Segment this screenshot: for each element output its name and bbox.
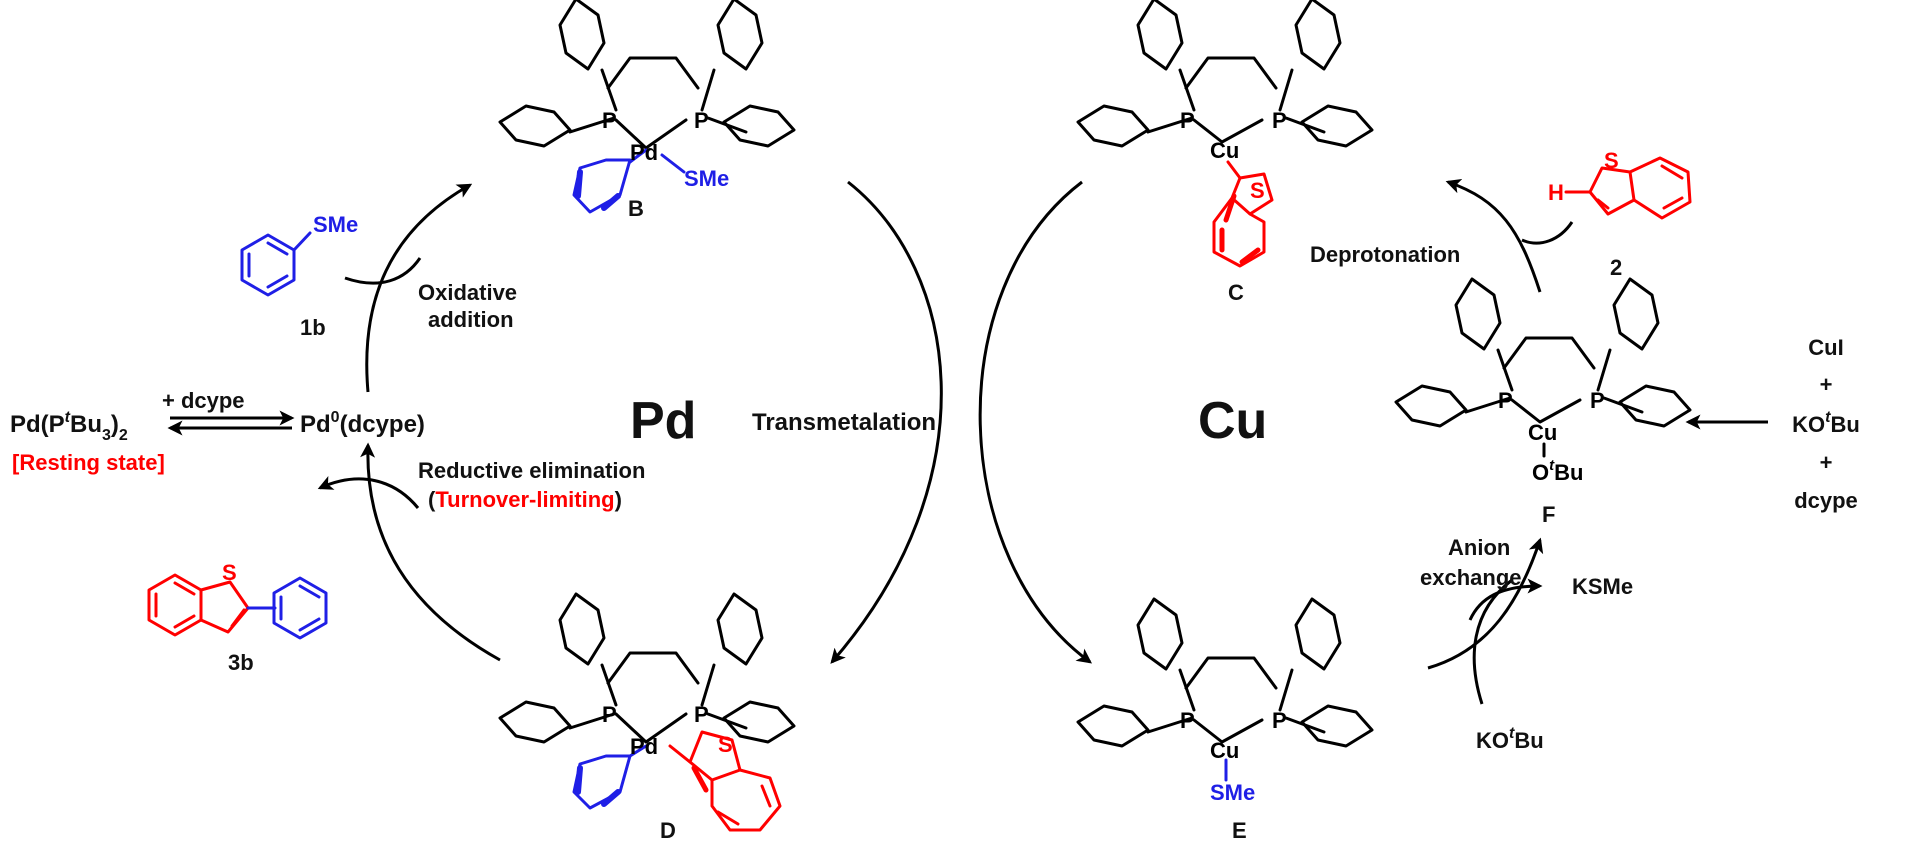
reagent-cui: CuI xyxy=(1808,335,1843,360)
E-P2: P xyxy=(1272,708,1287,733)
reagent-plus-2: + xyxy=(1820,450,1833,475)
B-SMe: SMe xyxy=(684,166,729,191)
arrow-C-to-E xyxy=(978,180,1093,664)
B-P2: P xyxy=(694,108,709,133)
compound-3b xyxy=(147,573,328,640)
s-2: S xyxy=(1604,148,1619,173)
resting-state-label: [Resting state] xyxy=(12,450,165,475)
label-E: E xyxy=(1232,818,1247,843)
pd-cycle-label: Pd xyxy=(630,392,696,450)
arrow-ksme-out xyxy=(1468,578,1543,621)
complex-D xyxy=(498,592,796,832)
label-1b: 1b xyxy=(300,315,326,340)
reagent-kotbu: KOtBu xyxy=(1792,409,1860,437)
arrow-3b-out xyxy=(317,476,420,509)
plus-dcype-label: + dcype xyxy=(162,388,245,413)
arrow-F-to-C xyxy=(1445,179,1542,293)
C-P1: P xyxy=(1180,108,1195,133)
label-B: B xyxy=(628,196,644,221)
E-P1: P xyxy=(1180,708,1195,733)
E-SMe: SMe xyxy=(1210,780,1255,805)
step-transmetalation: Transmetalation xyxy=(752,409,936,436)
sme-1b: SMe xyxy=(313,212,358,237)
step-oxidative-1: Oxidative xyxy=(418,280,517,305)
label-F: F xyxy=(1542,502,1555,527)
label-3b: 3b xyxy=(228,650,254,675)
C-P2: P xyxy=(1272,108,1287,133)
C-Cu: Cu xyxy=(1210,138,1239,163)
complex-E xyxy=(1076,597,1374,782)
kotbu-label: KOtBu xyxy=(1476,725,1544,753)
label-C: C xyxy=(1228,280,1244,305)
equilibrium-arrows xyxy=(167,410,295,436)
step-oxidative-2: addition xyxy=(428,307,514,332)
F-OtBu: OtBu xyxy=(1532,457,1583,485)
reagent-dcype: dcype xyxy=(1794,488,1858,513)
step-anion-1: Anion xyxy=(1448,535,1510,560)
svg-text:Pd0(dcype): Pd0(dcype) xyxy=(300,409,425,438)
step-deprotonation: Deprotonation xyxy=(1310,242,1460,267)
pd0-dcype: Pd0(dcype) xyxy=(300,409,425,438)
ksme-label: KSMe xyxy=(1572,574,1633,599)
label-2: 2 xyxy=(1610,255,1622,280)
arrow-pd0-to-B xyxy=(365,183,473,393)
B-P1: P xyxy=(602,108,617,133)
svg-text:Pd(PtBu3)2: Pd(PtBu3)2 xyxy=(10,409,128,444)
arrow-2-in xyxy=(1521,221,1574,245)
complex-F xyxy=(1394,277,1692,458)
step-turnover-limiting: (Turnover-limiting) xyxy=(428,487,622,512)
label-D: D xyxy=(660,818,676,843)
h-2: H xyxy=(1548,180,1564,205)
F-Cu: Cu xyxy=(1528,420,1557,445)
pd-ptbu3-resting: Pd(PtBu3)2 xyxy=(10,409,128,444)
complex-B xyxy=(498,0,796,214)
D-Pd: Pd xyxy=(630,734,658,759)
arrow-E-to-F xyxy=(1427,537,1544,670)
B-Pd: Pd xyxy=(630,140,658,165)
C-S: S xyxy=(1250,178,1265,203)
F-P2: P xyxy=(1590,388,1605,413)
D-S: S xyxy=(718,732,733,757)
step-reductive: Reductive elimination xyxy=(418,458,645,483)
compound-2 xyxy=(1564,156,1692,220)
arrow-1b-in xyxy=(344,257,422,285)
D-P1: P xyxy=(602,702,617,727)
reagents-stack: CuI + KOtBu + dcype xyxy=(1792,335,1860,513)
complex-C xyxy=(1076,0,1374,268)
E-Cu: Cu xyxy=(1210,738,1239,763)
s-3b: S xyxy=(222,560,237,585)
compound-1b xyxy=(240,231,312,297)
reagent-plus-1: + xyxy=(1820,372,1833,397)
F-P1: P xyxy=(1498,388,1513,413)
step-anion-2: exchange xyxy=(1420,565,1522,590)
D-P2: P xyxy=(694,702,709,727)
arrow-B-to-D xyxy=(830,180,943,664)
cu-cycle-label: Cu xyxy=(1198,392,1267,450)
